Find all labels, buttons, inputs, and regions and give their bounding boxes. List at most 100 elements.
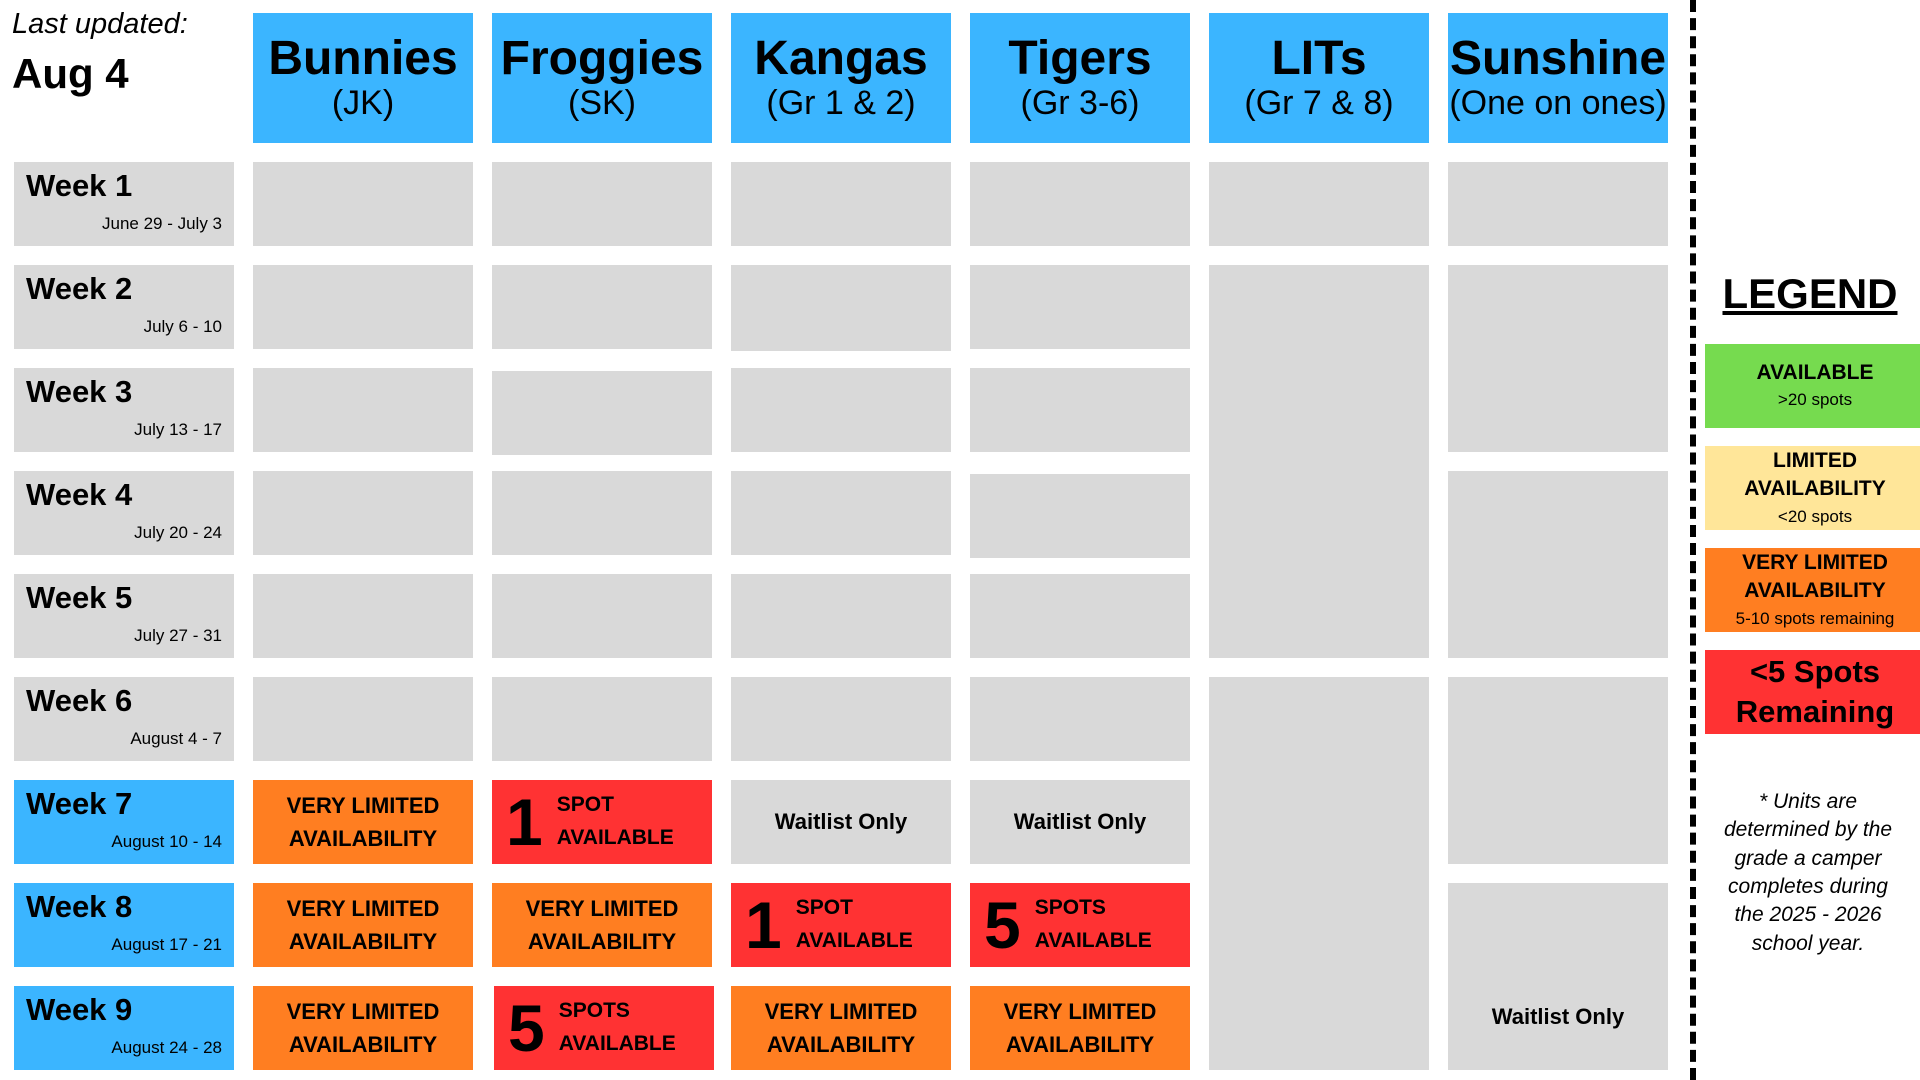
column-header-froggies: Froggies (SK) bbox=[492, 13, 712, 143]
spots-count: 5 bbox=[984, 888, 1021, 962]
week-row-label-9: Week 9 August 24 - 28 bbox=[14, 986, 234, 1070]
grid-cell-unavailable bbox=[492, 677, 712, 761]
grid-cell-unavailable bbox=[253, 471, 473, 555]
grid-cell-unavailable bbox=[970, 368, 1190, 452]
status-very-limited: VERY LIMITED AVAILABILITY bbox=[253, 986, 473, 1070]
lits-block-weeks-6-9 bbox=[1209, 677, 1429, 1070]
sunshine-block-weeks-2-3 bbox=[1448, 265, 1668, 452]
grid-cell-unavailable bbox=[731, 677, 951, 761]
column-grade: (SK) bbox=[568, 83, 636, 122]
legend-very-limited: VERY LIMITED AVAILABILITY 5-10 spots rem… bbox=[1705, 548, 1920, 632]
status-waitlist: Waitlist Only bbox=[1491, 1003, 1625, 1029]
week-dates: August 17 - 21 bbox=[111, 935, 222, 954]
legend-limited: LIMITED AVAILABILITY <20 spots bbox=[1705, 446, 1920, 530]
legend-under-5: <5 Spots Remaining bbox=[1705, 650, 1920, 734]
week-row-label-3: Week 3 July 13 - 17 bbox=[14, 368, 234, 452]
legend-note: * Units are determined by the grade a ca… bbox=[1723, 790, 1893, 955]
column-grade: (Gr 7 & 8) bbox=[1244, 83, 1394, 122]
column-name: Bunnies bbox=[268, 32, 458, 86]
week-row-label-2: Week 2 July 6 - 10 bbox=[14, 265, 234, 349]
grid-cell-unavailable bbox=[970, 677, 1190, 761]
status-very-limited: VERY LIMITED AVAILABILITY bbox=[970, 986, 1190, 1070]
week-label: Week 4 bbox=[26, 477, 133, 512]
week-row-label-5: Week 5 July 27 - 31 bbox=[14, 574, 234, 658]
status-very-limited: VERY LIMITED AVAILABILITY bbox=[492, 883, 712, 967]
grid-cell-unavailable bbox=[731, 574, 951, 658]
grid-cell-unavailable bbox=[253, 162, 473, 246]
status-waitlist: Waitlist Only bbox=[970, 780, 1190, 864]
grid-cell-unavailable bbox=[731, 471, 951, 555]
legend-available: AVAILABLE >20 spots bbox=[1705, 344, 1920, 428]
sunshine-cell-week-1 bbox=[1448, 162, 1668, 246]
column-grade: (JK) bbox=[331, 83, 395, 122]
spots-count: 1 bbox=[506, 785, 543, 859]
sunshine-block-weeks-6-7 bbox=[1448, 677, 1668, 864]
column-header-bunnies: Bunnies (JK) bbox=[253, 13, 473, 143]
column-name: Sunshine bbox=[1449, 32, 1667, 86]
week-dates: June 29 - July 3 bbox=[101, 214, 222, 233]
week-label: Week 1 bbox=[26, 168, 133, 203]
status-waitlist: Waitlist Only bbox=[731, 780, 951, 864]
grid-cell-unavailable bbox=[492, 471, 712, 555]
week-row-label-7: Week 7 August 10 - 14 bbox=[14, 780, 234, 864]
grid-cell-unavailable bbox=[253, 574, 473, 658]
week-label: Week 6 bbox=[26, 683, 133, 718]
status-very-limited: VERY LIMITED AVAILABILITY bbox=[253, 883, 473, 967]
column-header-lits: LITs (Gr 7 & 8) bbox=[1209, 13, 1429, 143]
grid-cell-unavailable bbox=[970, 162, 1190, 246]
week-dates: July 20 - 24 bbox=[134, 523, 222, 542]
grid-cell-unavailable bbox=[492, 574, 712, 658]
week-label: Week 3 bbox=[26, 374, 133, 409]
grid-cell-unavailable bbox=[492, 371, 712, 455]
lits-cell-week-1 bbox=[1209, 162, 1429, 246]
week-row-label-8: Week 8 August 17 - 21 bbox=[14, 883, 234, 967]
legend-title: LEGEND bbox=[1722, 270, 1898, 317]
grid-cell-unavailable bbox=[970, 574, 1190, 658]
sunshine-block-weeks-4-5 bbox=[1448, 471, 1668, 658]
grid-cell-unavailable bbox=[731, 162, 951, 246]
week-label: Week 5 bbox=[26, 580, 133, 615]
column-name: Tigers bbox=[1008, 32, 1152, 86]
grid-cell-unavailable bbox=[970, 265, 1190, 349]
week-dates: July 6 - 10 bbox=[143, 317, 222, 336]
column-header-tigers: Tigers (Gr 3-6) bbox=[970, 13, 1190, 143]
grid-cell-unavailable bbox=[731, 368, 951, 452]
week-dates: August 24 - 28 bbox=[111, 1038, 222, 1057]
grid-cell-unavailable bbox=[492, 162, 712, 246]
legend-divider bbox=[1690, 0, 1696, 1080]
column-grade: (Gr 1 & 2) bbox=[766, 83, 916, 122]
grid-cell-unavailable bbox=[253, 677, 473, 761]
week-label: Week 7 bbox=[26, 786, 133, 821]
spots-count: 5 bbox=[508, 991, 545, 1065]
last-updated-label: Last updated: bbox=[12, 8, 188, 40]
grid-cell-unavailable bbox=[253, 368, 473, 452]
column-name: LITs bbox=[1271, 32, 1367, 86]
spots-count: 1 bbox=[745, 888, 782, 962]
grid-cell-unavailable bbox=[970, 474, 1190, 558]
column-grade: (One on ones) bbox=[1449, 83, 1667, 122]
column-name: Kangas bbox=[754, 32, 928, 86]
week-dates: July 13 - 17 bbox=[134, 420, 222, 439]
week-dates: August 10 - 14 bbox=[111, 832, 222, 851]
grid-cell-unavailable bbox=[731, 265, 951, 351]
week-dates: August 4 - 7 bbox=[130, 729, 222, 748]
last-updated-date: Aug 4 bbox=[12, 50, 129, 97]
column-name: Froggies bbox=[500, 32, 704, 86]
sunshine-block-weeks-8-9: Waitlist Only bbox=[1448, 883, 1668, 1070]
status-very-limited: VERY LIMITED AVAILABILITY bbox=[253, 780, 473, 864]
week-label: Week 2 bbox=[26, 271, 133, 306]
grid-cell-unavailable bbox=[253, 265, 473, 349]
week-dates: July 27 - 31 bbox=[134, 626, 222, 645]
week-row-label-6: Week 6 August 4 - 7 bbox=[14, 677, 234, 761]
column-grade: (Gr 3-6) bbox=[1020, 83, 1140, 122]
column-header-sunshine: Sunshine (One on ones) bbox=[1448, 13, 1668, 143]
week-label: Week 9 bbox=[26, 992, 133, 1027]
grid-cell-unavailable bbox=[492, 265, 712, 349]
column-header-kangas: Kangas (Gr 1 & 2) bbox=[731, 13, 951, 143]
status-very-limited: VERY LIMITED AVAILABILITY bbox=[731, 986, 951, 1070]
week-row-label-1: Week 1 June 29 - July 3 bbox=[14, 162, 234, 246]
